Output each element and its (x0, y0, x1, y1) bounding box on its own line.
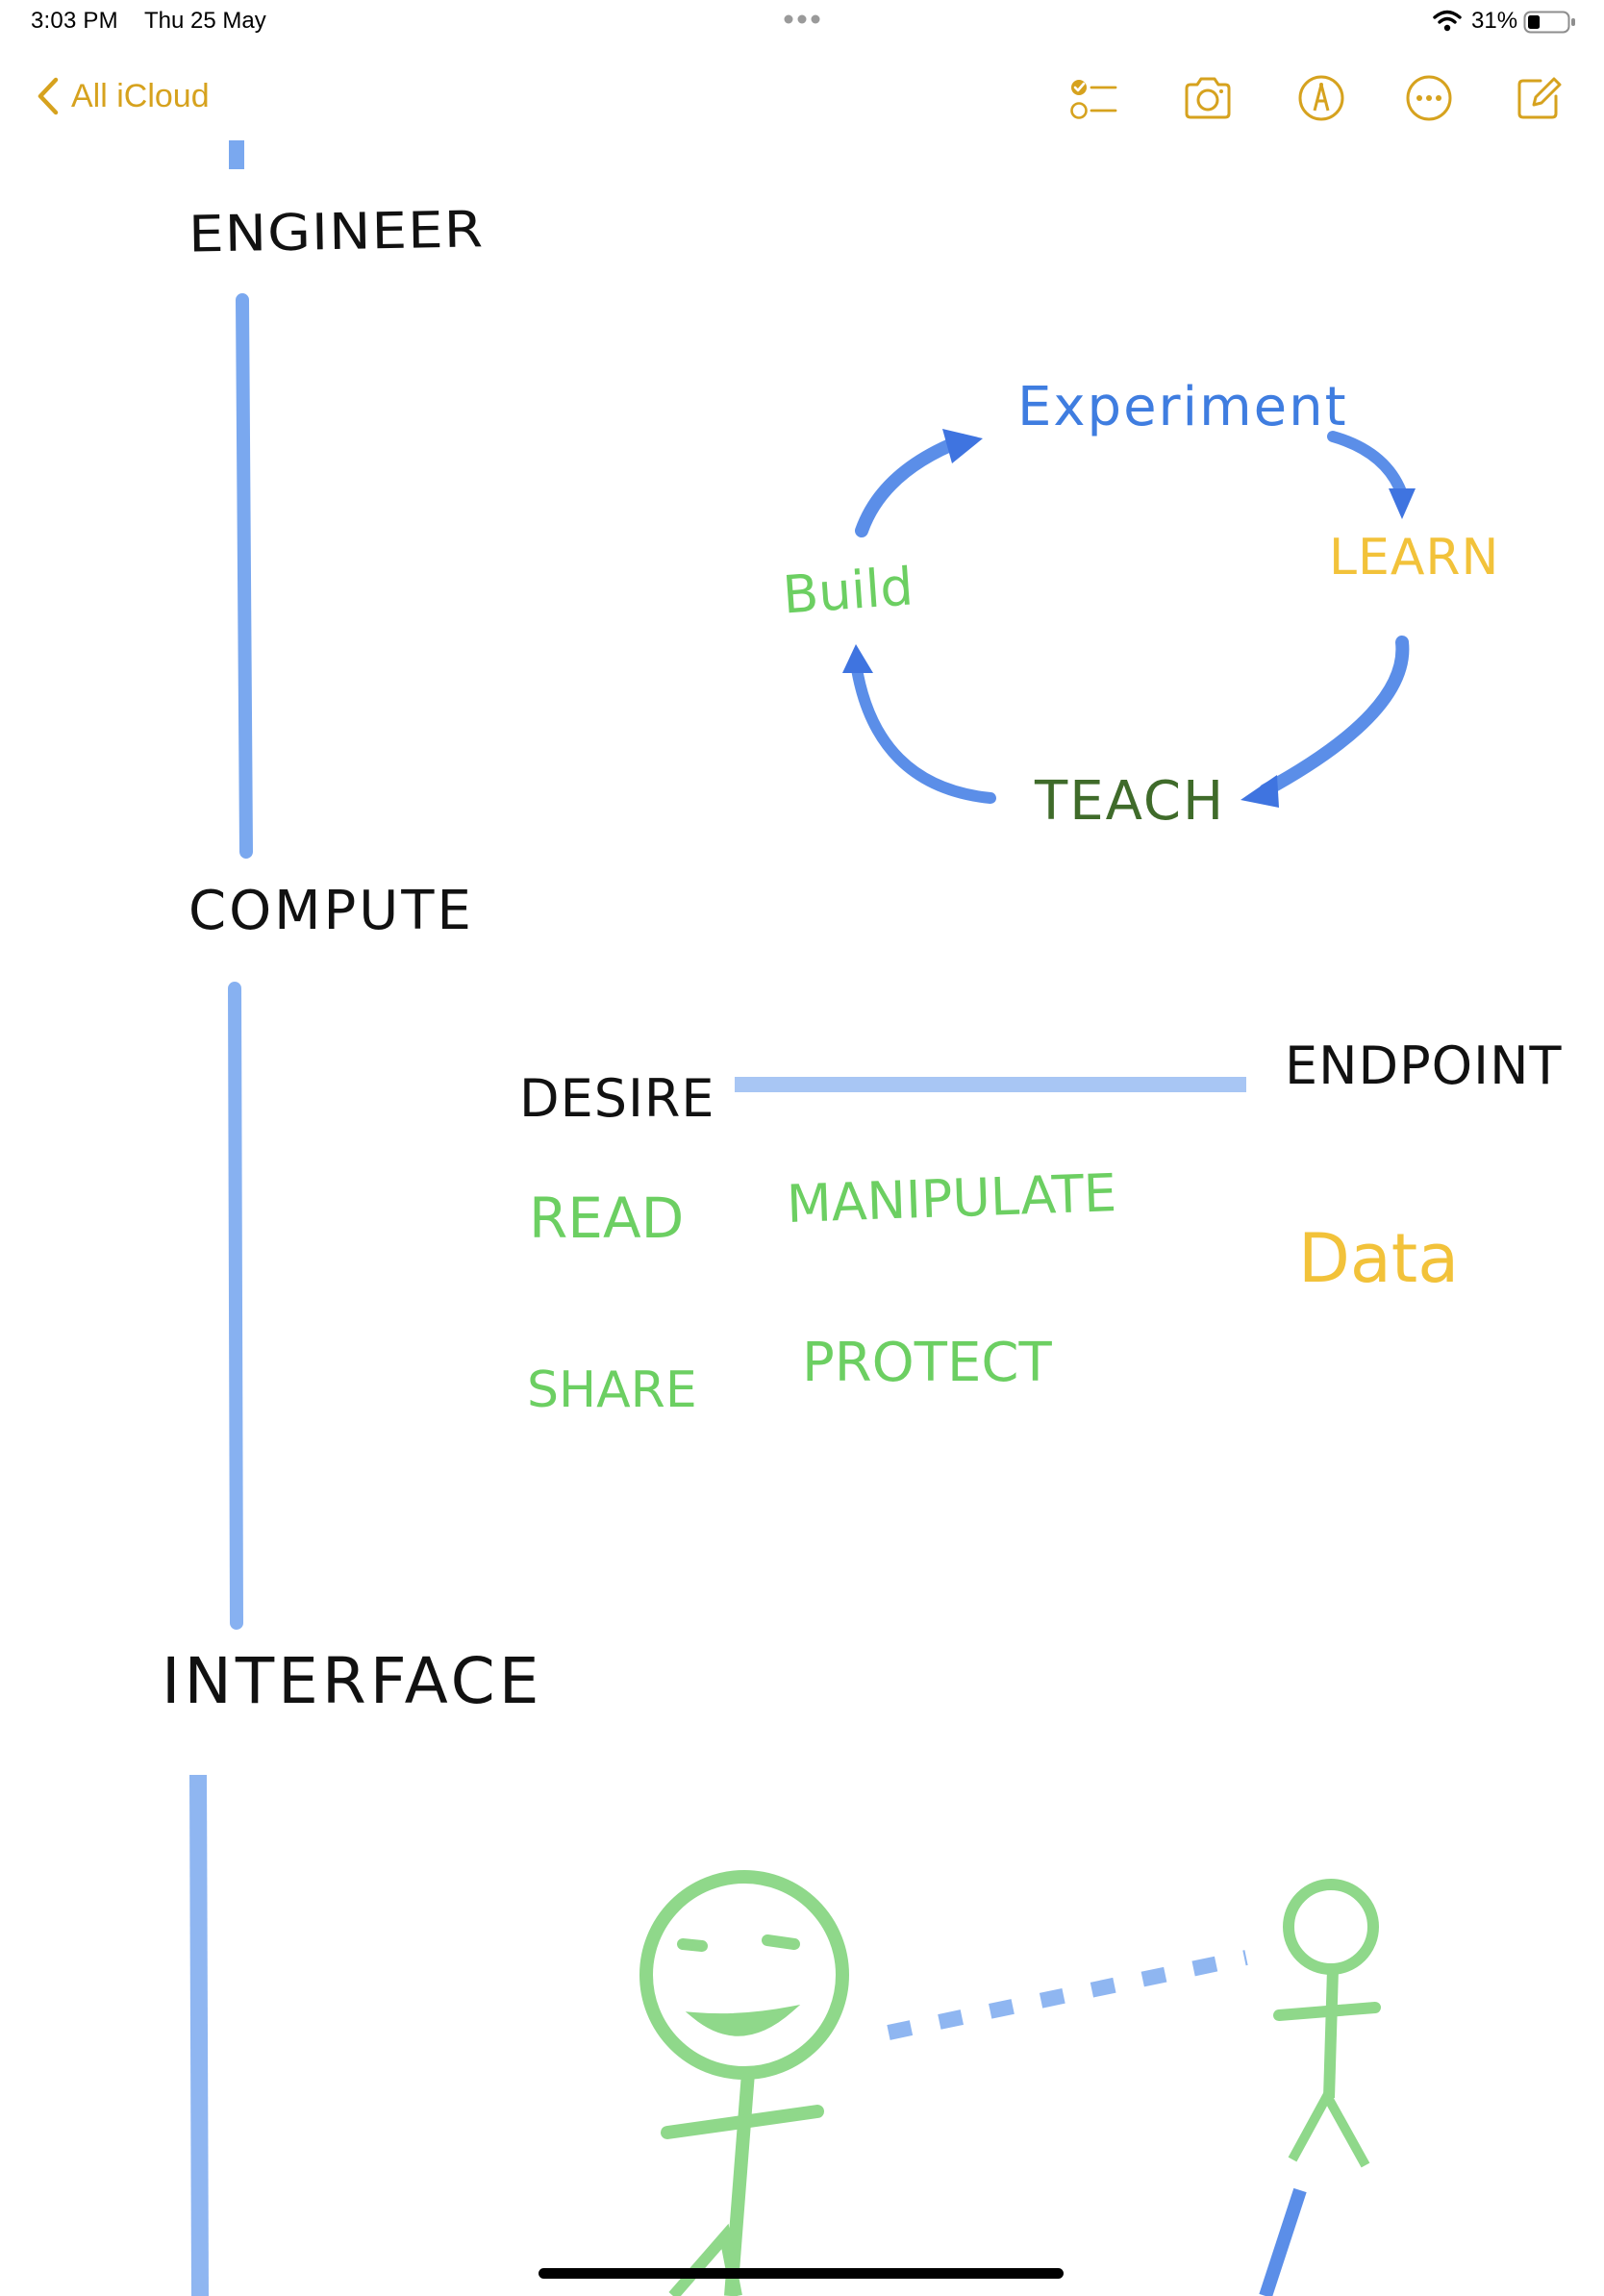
arrowhead (942, 429, 983, 463)
cycle-arrow-stroke (855, 434, 968, 537)
cycle-label-experiment: Experiment (1017, 376, 1348, 438)
status-date: Thu 25 May (144, 8, 266, 34)
wifi-icon (1433, 10, 1462, 32)
connection-dashes (887, 1950, 1248, 2040)
heading-compute: COMPUTE (188, 880, 474, 942)
label-manipulate: MANIPULATE (785, 1162, 1118, 1235)
label-desire: DESIRE (519, 1068, 715, 1129)
battery-icon (1523, 11, 1575, 34)
notes-toolbar: All iCloud (0, 58, 1604, 135)
arrowhead (1241, 775, 1279, 808)
battery-percentage: 31% (1471, 8, 1518, 34)
camera-icon[interactable] (1181, 71, 1235, 125)
cycle-label-build: Build (780, 556, 915, 626)
home-indicator[interactable] (539, 2268, 1064, 2279)
timeline-stroke (189, 1774, 209, 2296)
timeline-stroke (228, 982, 243, 1630)
back-button[interactable]: All iCloud (35, 73, 210, 119)
label-endpoint: ENDPOINT (1285, 1036, 1563, 1096)
cycle-arrow-stroke (1259, 636, 1410, 797)
cycle-arrow-stroke (850, 658, 996, 804)
arrowhead (1389, 488, 1416, 519)
compose-icon[interactable] (1512, 71, 1566, 125)
status-time: 3:03 PM (31, 8, 118, 34)
cycle-label-learn: LEARN (1329, 529, 1500, 586)
heading-interface: INTERFACE (162, 1644, 543, 1718)
note-drawing-canvas[interactable]: ENGINEER COMPUTE INTERFACE Experiment LE… (0, 135, 1604, 2296)
cycle-label-teach: TEACH (1035, 770, 1226, 833)
figure-head (1283, 1879, 1379, 1975)
back-button-label: All iCloud (71, 77, 210, 114)
figure-head (639, 1870, 849, 2080)
more-options-icon[interactable] (1402, 71, 1456, 125)
multitasking-dots-icon[interactable] (781, 10, 823, 29)
status-bar: 3:03 PM Thu 25 May 31% (0, 0, 1604, 46)
cycle-arrow-stroke (1327, 431, 1408, 500)
arrowhead (842, 644, 873, 673)
label-read: READ (529, 1185, 685, 1251)
label-protect: PROTECT (802, 1332, 1052, 1394)
timeline-stroke (236, 293, 253, 859)
label-share: SHARE (527, 1361, 697, 1419)
label-data: Data (1298, 1219, 1460, 1298)
checklist-icon[interactable] (1065, 71, 1119, 125)
markup-pen-icon[interactable] (1294, 71, 1348, 125)
heading-engineer: ENGINEER (188, 199, 485, 264)
chevron-left-icon (38, 77, 59, 115)
